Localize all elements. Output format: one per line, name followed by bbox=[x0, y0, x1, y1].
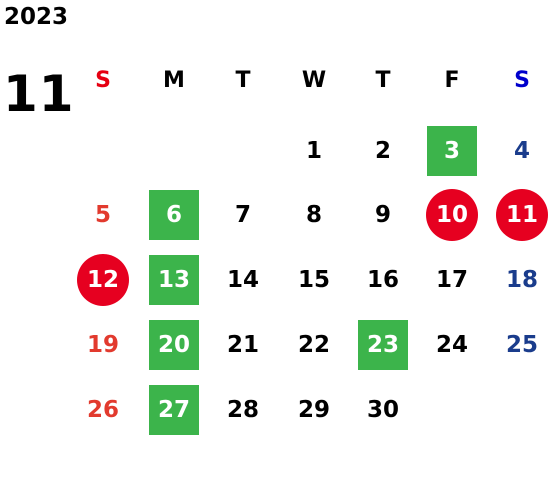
weekday-header-fri: F bbox=[444, 68, 460, 93]
day-cell-25: 25 bbox=[505, 331, 538, 358]
weekday-header-thu: T bbox=[375, 68, 391, 93]
day-cell-27: 27 bbox=[149, 385, 199, 435]
day-cell-1: 1 bbox=[305, 137, 322, 164]
weekday-header-mon: M bbox=[163, 68, 185, 93]
year-label: 2023 bbox=[4, 4, 69, 30]
day-cell-10: 10 bbox=[426, 189, 478, 241]
day-cell-4: 4 bbox=[513, 137, 530, 164]
day-cell-9: 9 bbox=[374, 201, 391, 228]
day-cell-17: 17 bbox=[435, 266, 468, 293]
day-cell-6: 6 bbox=[149, 190, 199, 240]
day-cell-29: 29 bbox=[297, 396, 330, 423]
day-cell-22: 22 bbox=[297, 331, 330, 358]
day-cell-3: 3 bbox=[427, 126, 477, 176]
day-cell-14: 14 bbox=[226, 266, 259, 293]
weekday-header-tue: T bbox=[235, 68, 251, 93]
day-cell-7: 7 bbox=[234, 201, 251, 228]
day-cell-16: 16 bbox=[366, 266, 399, 293]
day-cell-24: 24 bbox=[435, 331, 468, 358]
day-cell-12: 12 bbox=[77, 254, 129, 306]
day-cell-13: 13 bbox=[149, 255, 199, 305]
day-cell-18: 18 bbox=[505, 266, 538, 293]
day-cell-20: 20 bbox=[149, 320, 199, 370]
month-number: 11 bbox=[3, 65, 75, 123]
day-cell-15: 15 bbox=[297, 266, 330, 293]
day-cell-8: 8 bbox=[305, 201, 322, 228]
day-cell-21: 21 bbox=[226, 331, 259, 358]
day-cell-19: 19 bbox=[86, 331, 119, 358]
day-cell-30: 30 bbox=[366, 396, 399, 423]
weekday-header-sun: S bbox=[95, 68, 111, 93]
weekday-header-wed: W bbox=[301, 68, 327, 93]
weekday-header-sat: S bbox=[514, 68, 530, 93]
day-cell-28: 28 bbox=[226, 396, 259, 423]
day-cell-11: 11 bbox=[496, 189, 548, 241]
day-cell-5: 5 bbox=[94, 201, 111, 228]
day-cell-23: 23 bbox=[358, 320, 408, 370]
day-cell-2: 2 bbox=[374, 137, 391, 164]
day-cell-26: 26 bbox=[86, 396, 119, 423]
